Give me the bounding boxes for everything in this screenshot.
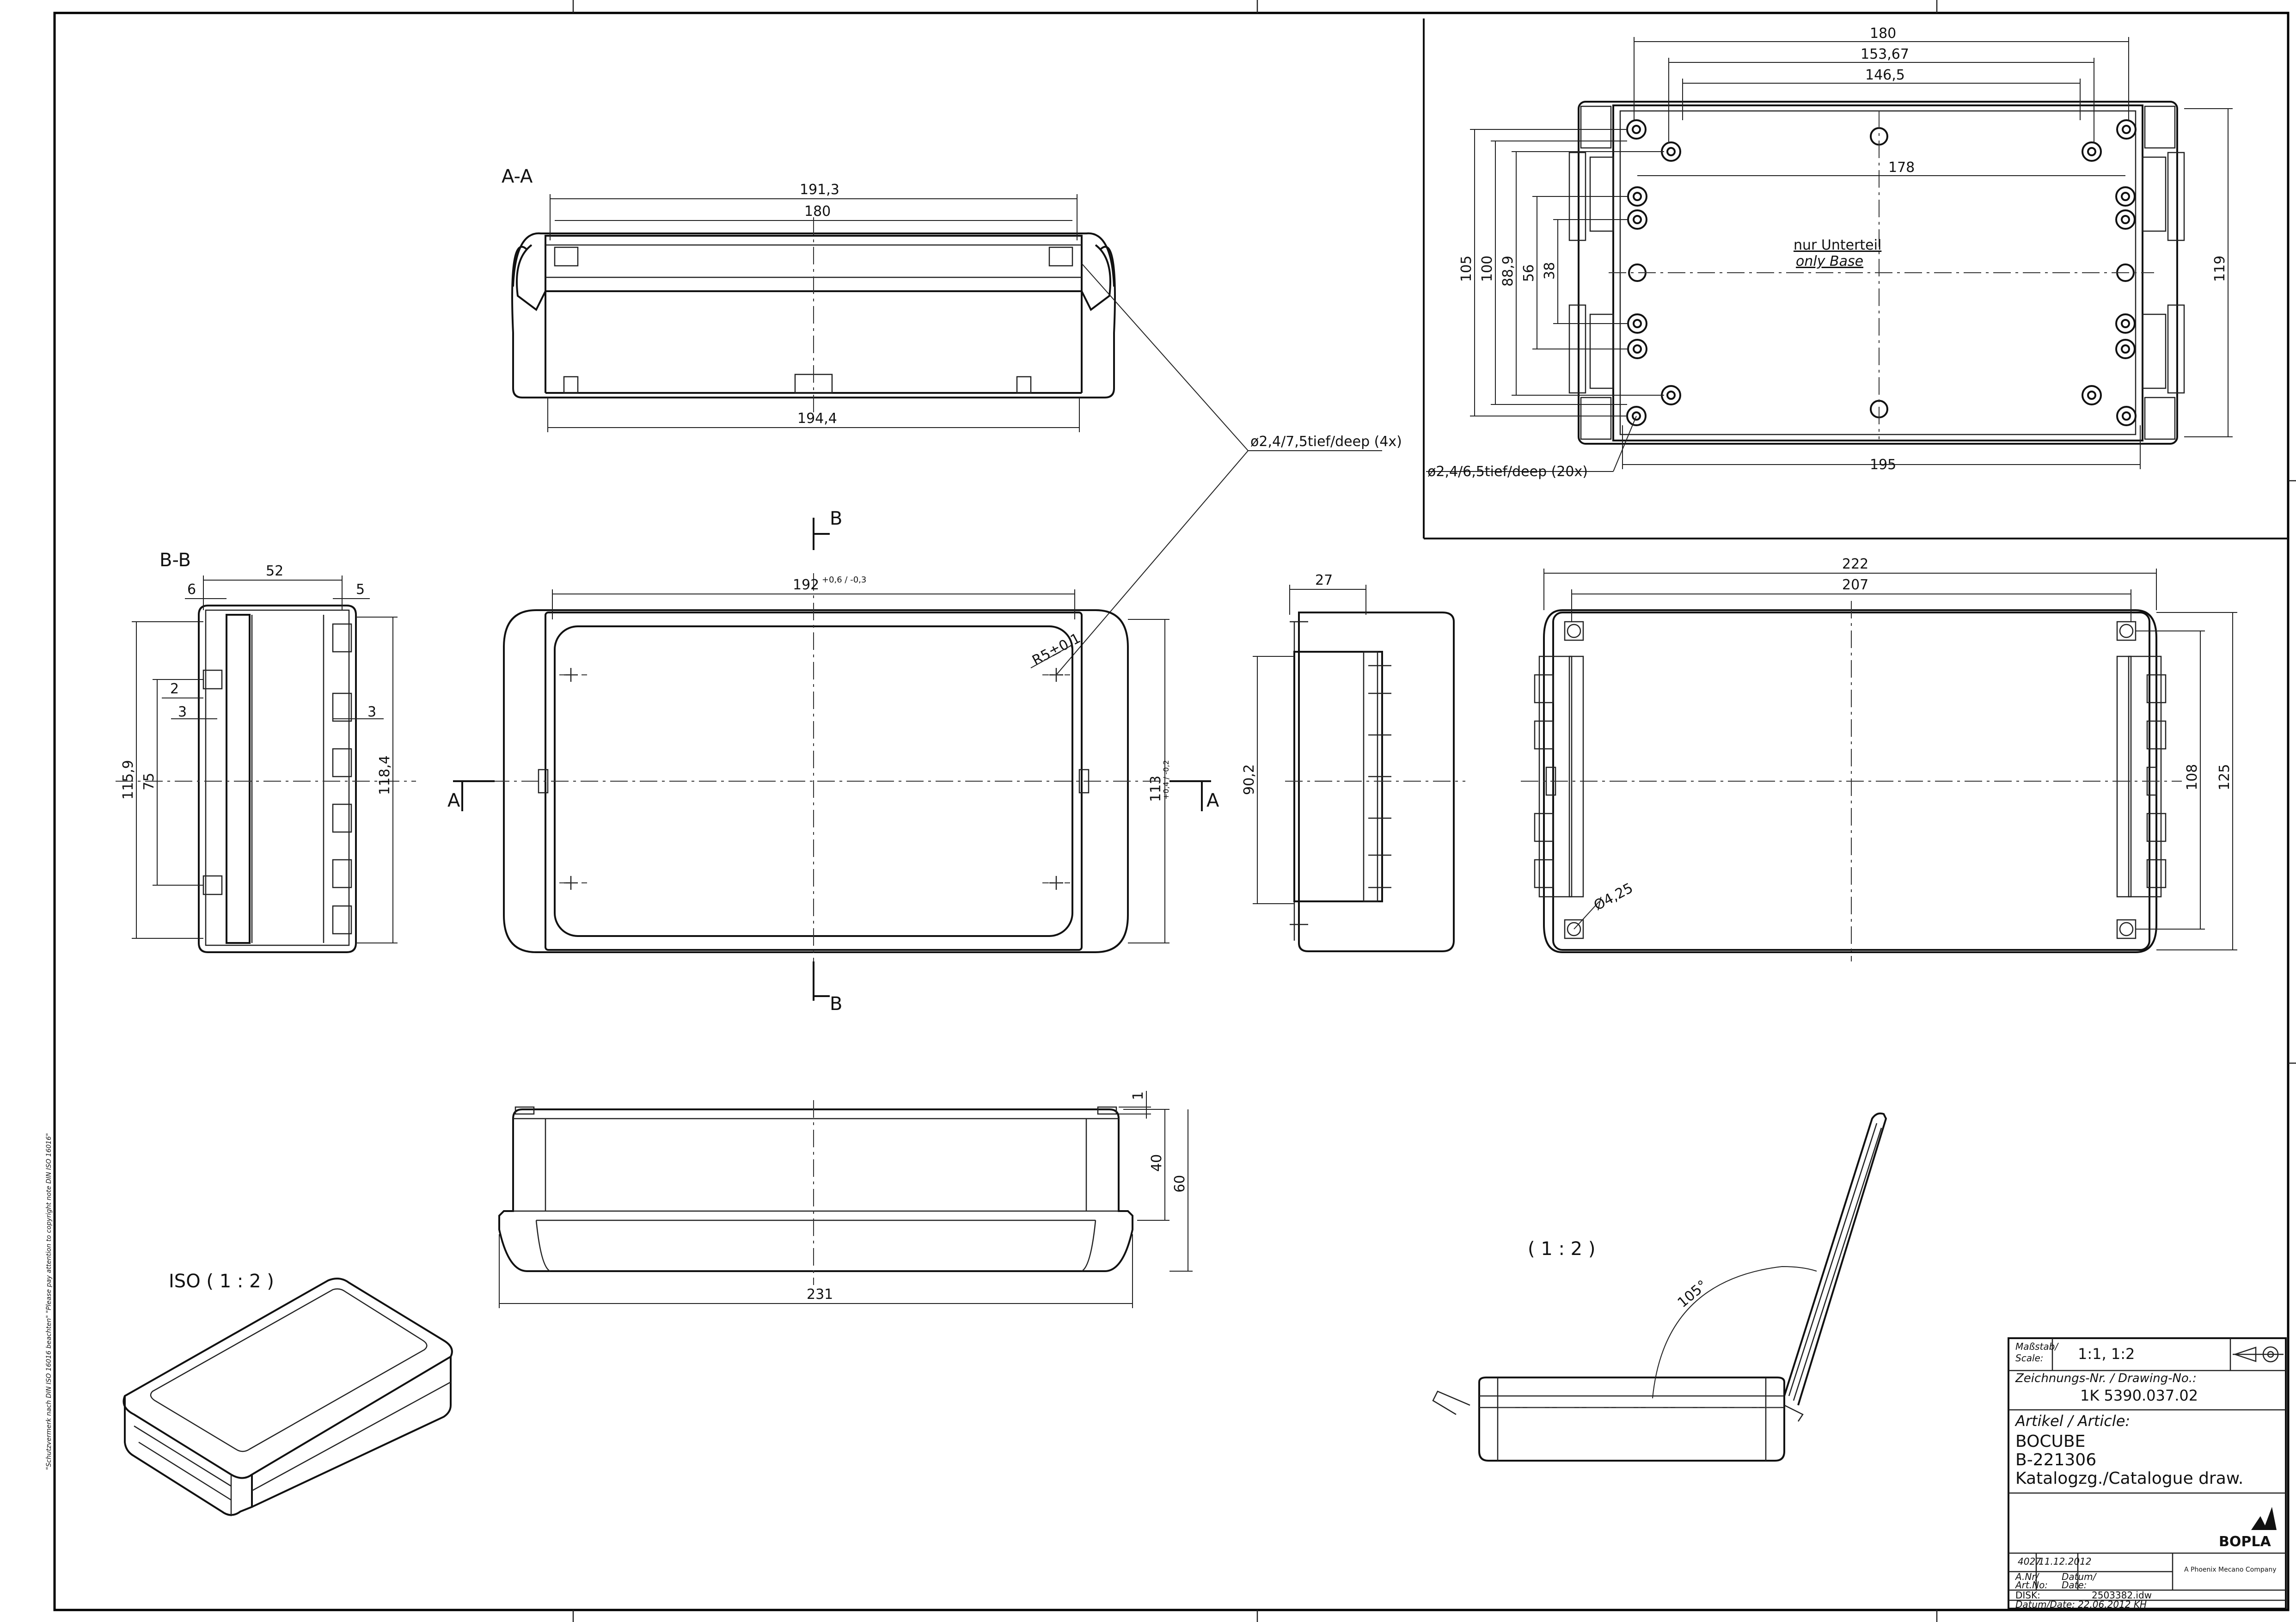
dim-top-105: 105 (1458, 256, 1475, 282)
dim-bb-1184: 118,4 (377, 755, 393, 795)
section-label-aa: A-A (502, 166, 533, 187)
section-view-aa: A-A 191,3 180 194,4 (502, 166, 1116, 432)
dim-back-207: 207 (1842, 577, 1868, 593)
dim-elev-231: 231 (807, 1286, 833, 1303)
tb-art-no-label-en: Art.No: (2014, 1579, 2048, 1591)
dim-front-192-tol: +0,6 / -0,3 (822, 575, 866, 585)
tb-datum-value: 22.06.2012 KH (2078, 1599, 2147, 1610)
dim-side-902: 90,2 (1241, 764, 1257, 795)
iso-view: ISO ( 1 : 2 ) (122, 1271, 453, 1516)
tb-datum-label: Datum/Date: (2015, 1599, 2075, 1610)
tb-article-2: B-221306 (2015, 1451, 2096, 1469)
tb-date-label-en: Date: (2062, 1579, 2087, 1591)
section-label-open: ( 1 : 2 ) (1528, 1238, 1595, 1260)
back-view-base: 222 207 108 125 Ø4,25 (1521, 556, 2237, 961)
open-lid-view: ( 1 : 2 ) 105° (1432, 1112, 1887, 1462)
dim-top-178: 178 (1888, 159, 1915, 176)
dim-top-889: 88,9 (1500, 256, 1516, 287)
side-view: 27 90,2 (1241, 572, 1465, 952)
dim-top-38: 38 (1542, 262, 1558, 280)
title-block: Maßstab/ Scale: 1:1, 1:2 Zeichnungs-Nr. … (2008, 1337, 2287, 1610)
dim-aa-top: 191,3 (800, 182, 839, 198)
hole-note-4x: ø2,4/7,5tief/deep (4x) (1056, 263, 1402, 675)
copyright-note: "Schutzvermerk nach DIN ISO 16016 beacht… (45, 1133, 53, 1470)
dim-top-100: 100 (1479, 256, 1495, 282)
front-view-lid: A A B B 192 +0,6 / -0,3 R5±0,1 113 +0,4 … (447, 508, 1219, 1015)
dim-elev-60: 60 (1172, 1175, 1188, 1193)
dim-top-15367: 153,67 (1861, 46, 1909, 62)
dim-top-1465: 146,5 (1865, 67, 1905, 83)
dim-elev-40: 40 (1149, 1154, 1165, 1172)
tb-article-label: Artikel / Article: (2014, 1412, 2130, 1430)
tb-drawing-no: 1K 5390.037.02 (2080, 1387, 2198, 1404)
dim-elev-1: 1 (1130, 1091, 1146, 1100)
dim-side-27: 27 (1315, 572, 1333, 588)
label-nur-unterteil: nur Unterteil (1794, 237, 1881, 253)
dim-top-180: 180 (1870, 25, 1896, 42)
dim-top-119: 119 (2212, 256, 2228, 282)
tb-date-label: Datum/ (2062, 1571, 2097, 1582)
cut-marker-a-left: A (447, 790, 460, 811)
dim-hole-4x: ø2,4/7,5tief/deep (4x) (1250, 434, 1402, 450)
dim-front-192: 192 (793, 577, 819, 593)
bopla-logo-icon: BOPLA A Phoenix Mecano Company (2184, 1507, 2277, 1573)
dim-front-113: 113 (1148, 776, 1164, 802)
tb-scale-label-en: Scale: (2015, 1353, 2044, 1364)
section-label-bb: B-B (159, 550, 191, 571)
dim-bb-75: 75 (141, 773, 157, 790)
cut-marker-b-bottom: B (830, 993, 842, 1015)
dim-top-56: 56 (1521, 264, 1537, 282)
dim-bb-6: 6 (187, 581, 196, 598)
tb-art-no-label: A.Nr/ (2014, 1571, 2040, 1582)
dim-aa-inner: 180 (804, 203, 831, 220)
dim-back-222: 222 (1842, 556, 1868, 572)
dim-back-d425: Ø4,25 (1591, 880, 1635, 914)
section-view-bb: B-B 52 6 5 2 3 3 115,9 75 (116, 550, 416, 953)
frame-ticks (572, 0, 2296, 1622)
dim-bb-3l: 3 (178, 704, 187, 720)
dim-bb-52: 52 (266, 563, 283, 579)
tb-art-no: 4027 (2018, 1556, 2041, 1567)
dim-front-113-tol: +0,4 / -0,2 (1162, 760, 1170, 800)
tb-brand: BOPLA (2219, 1534, 2271, 1550)
dim-bb-2: 2 (170, 681, 179, 697)
dim-back-125: 125 (2216, 764, 2233, 790)
tb-article-3: Katalogzg./Catalogue draw. (2015, 1469, 2243, 1488)
tb-disk-label: DISK: (2015, 1590, 2040, 1601)
tb-scale-label: Maßstab/ (2015, 1341, 2059, 1352)
top-view-base: nur Unterteil only Base 180 153,67 146,5… (1426, 25, 2233, 480)
elevation-view: 1 40 60 231 (498, 1091, 1193, 1308)
dim-front-r5: R5±0,1 (1029, 630, 1083, 669)
tb-scale-value: 1:1, 1:2 (2078, 1345, 2135, 1363)
tb-brand-sub: A Phoenix Mecano Company (2184, 1566, 2276, 1573)
dim-hole-20x: ø2,4/6,5tief/deep (20x) (1427, 464, 1588, 480)
dim-top-195: 195 (1870, 457, 1896, 473)
projection-symbol-icon (2233, 1346, 2284, 1363)
dim-bb-5: 5 (356, 581, 365, 598)
dim-back-108: 108 (2184, 764, 2200, 790)
label-only-base: only Base (1796, 253, 1863, 269)
tb-date-value: 11.12.2012 (2039, 1556, 2092, 1567)
cut-marker-b-top: B (830, 508, 842, 529)
tb-article-1: BOCUBE (2015, 1432, 2085, 1451)
dim-aa-bottom: 194,4 (797, 410, 837, 427)
dim-bb-1159: 115,9 (120, 760, 136, 800)
cut-marker-a-right: A (1206, 790, 1219, 811)
tb-drawing-no-label: Zeichnungs-Nr. / Drawing-No.: (2015, 1371, 2197, 1385)
drawing-frame (53, 12, 2290, 1611)
tb-disk-value: 2503382.idw (2092, 1590, 2152, 1601)
dim-bb-3r: 3 (367, 704, 376, 720)
section-label-iso: ISO ( 1 : 2 ) (169, 1271, 274, 1292)
